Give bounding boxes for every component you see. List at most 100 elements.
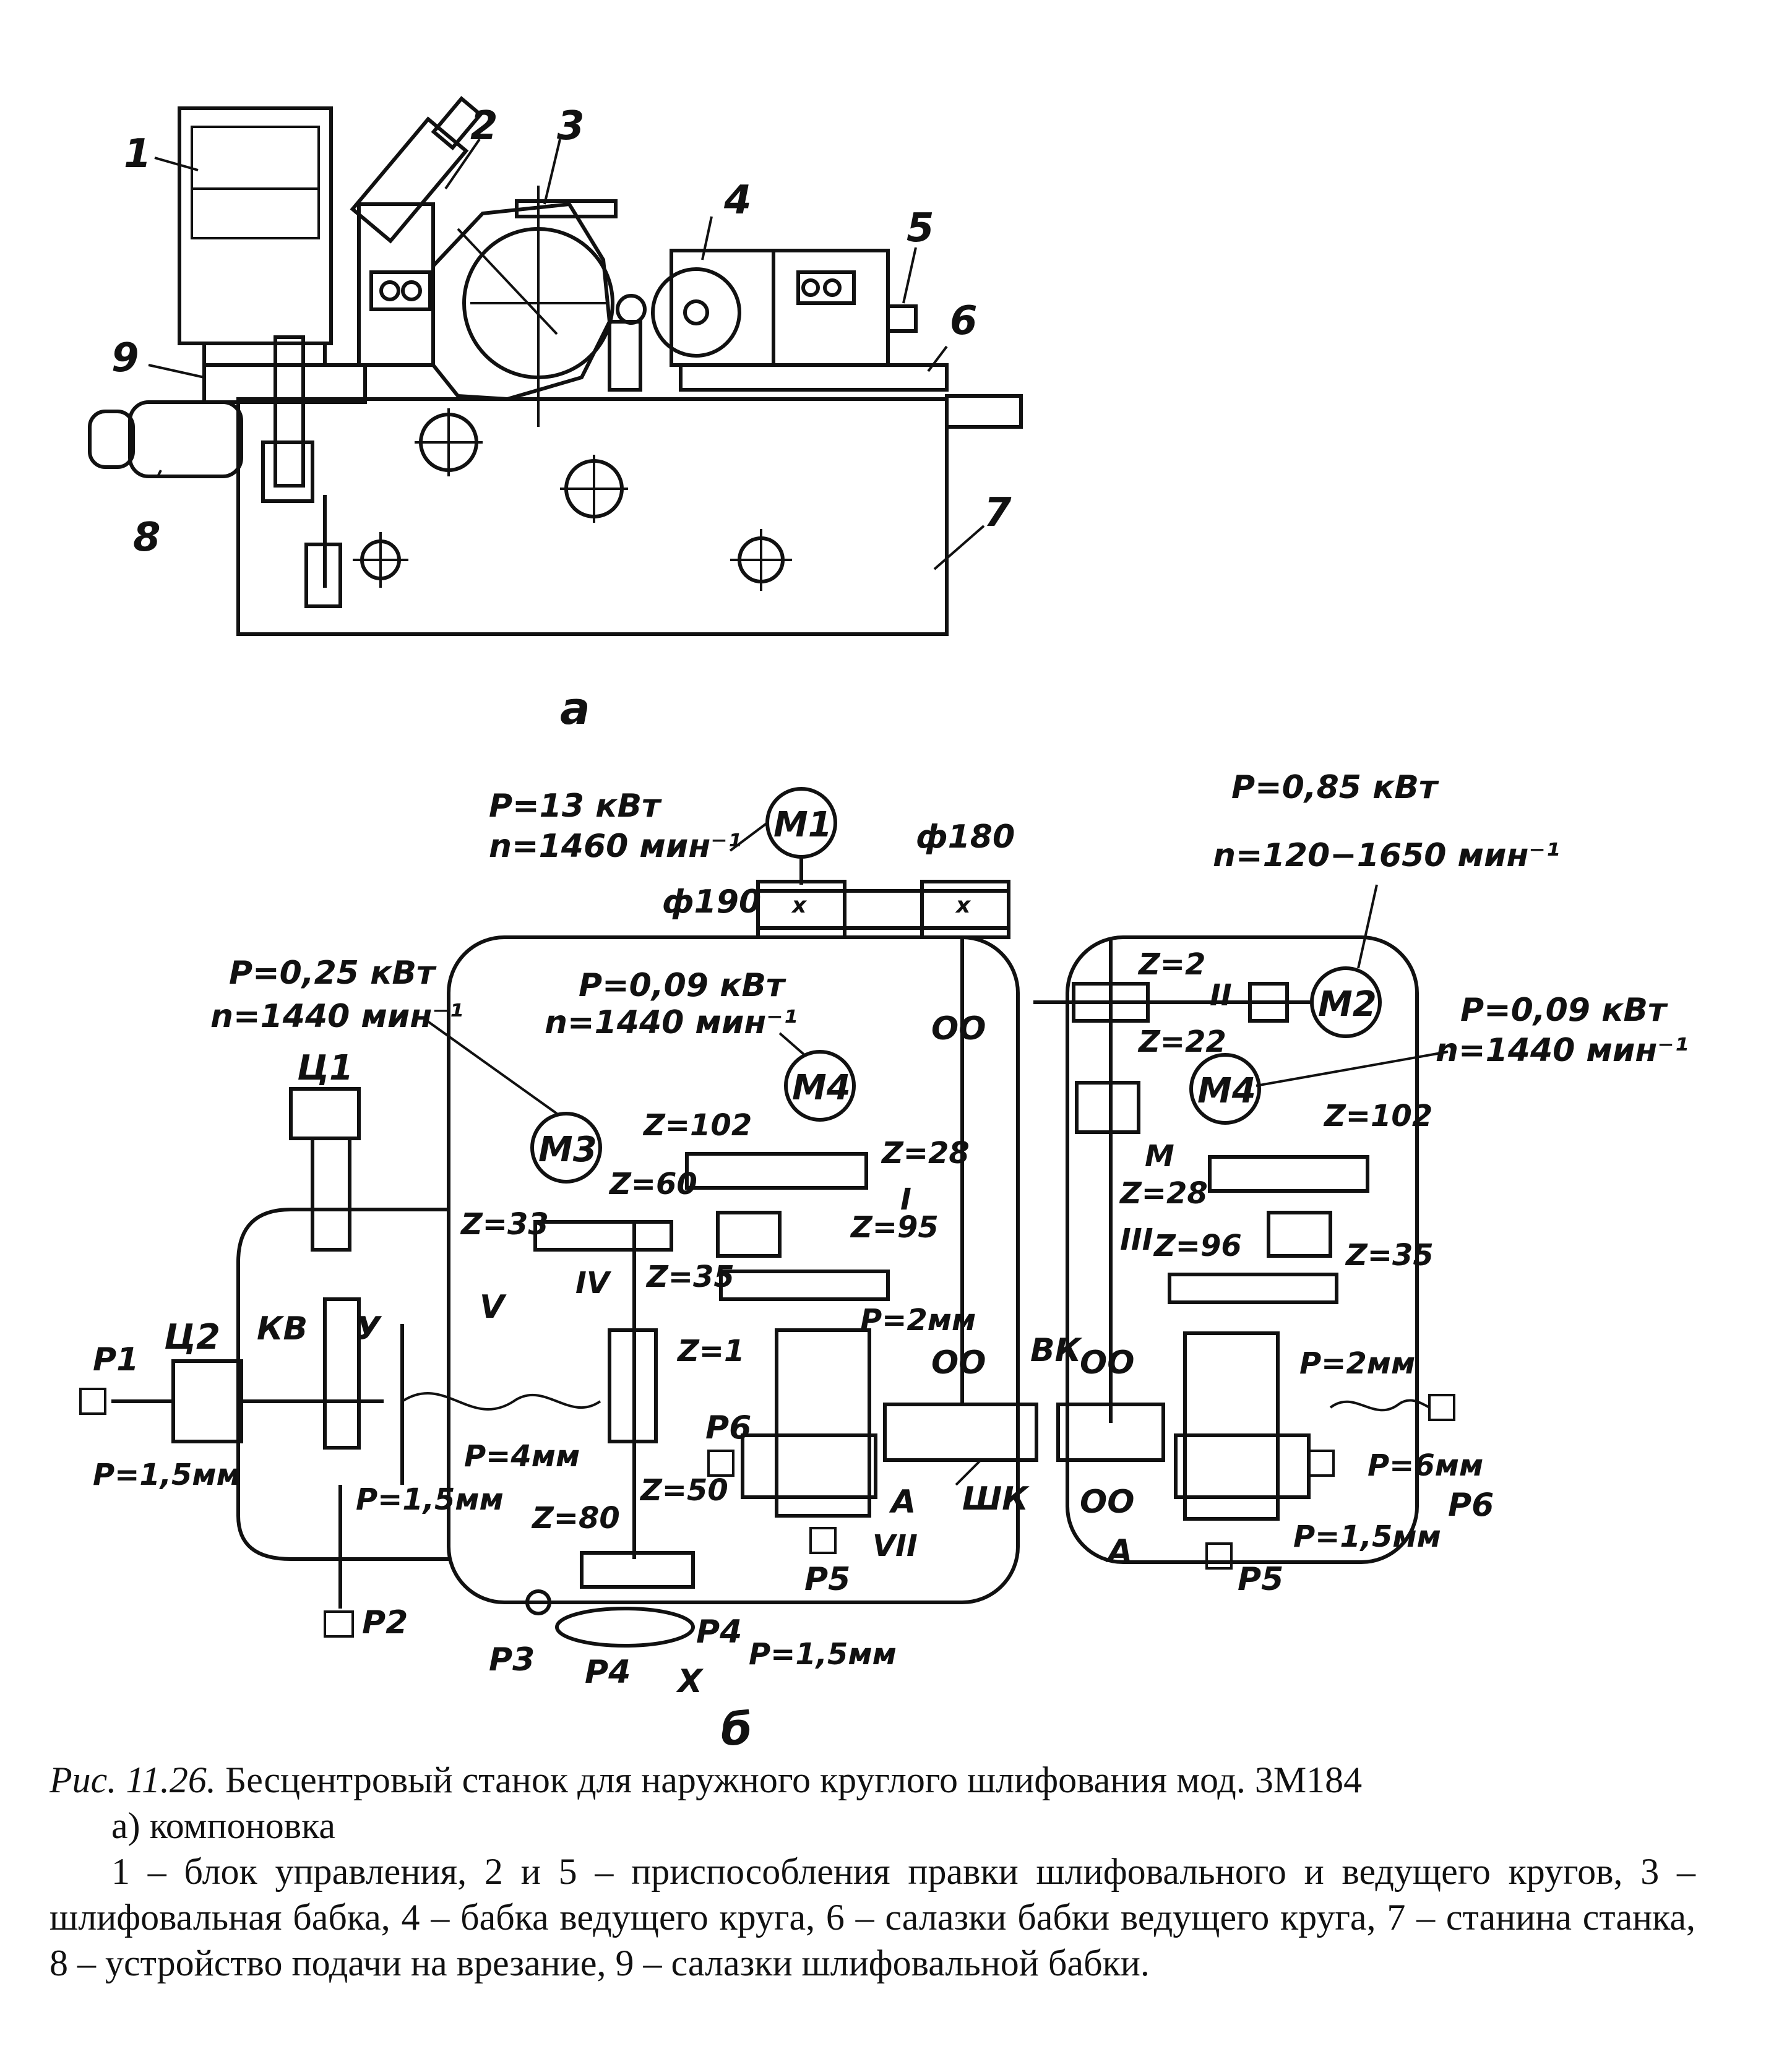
pitch-2mm-left: P=2мм [860, 1303, 976, 1338]
m2-speed: n=120−1650 мин⁻¹ [1213, 837, 1560, 874]
callout-4: 4 [723, 178, 752, 223]
m4-right-speed: n=1440 мин⁻¹ [1436, 1032, 1689, 1069]
label-vk: ВК [1030, 1332, 1083, 1369]
regulating-wheel-vk [1056, 1403, 1165, 1462]
grinding-head [431, 202, 612, 402]
label-shk: ШК [962, 1480, 1030, 1518]
gear-z35-left: Z=35 [645, 1260, 734, 1294]
motor-m4-left-name: М4 [792, 1068, 851, 1108]
figure-subtitle: а) компоновка [111, 1805, 335, 1846]
m1-power: P=13 кВт [489, 788, 662, 825]
motor-m2-name: М2 [1318, 984, 1377, 1025]
gear-z95: Z=95 [850, 1210, 939, 1245]
slide-block [261, 440, 314, 503]
pulley-d190: ф190 [662, 883, 761, 921]
motor-m4-right [1189, 1053, 1261, 1125]
view-a-label: а [560, 682, 590, 734]
pitch-1-5-right: P=1,5мм [1293, 1519, 1441, 1554]
hydraulic-fitting [945, 394, 1023, 429]
pitch-6mm: P=6мм [1368, 1448, 1483, 1483]
callout-1: 1 [124, 131, 152, 177]
pitch-bottom: P=1,5мм [749, 1637, 897, 1672]
pitch-c2: P=1,5мм [93, 1458, 241, 1492]
gear-z28-left: Z=28 [881, 1136, 970, 1171]
bearing-mark: ОО [1080, 1484, 1134, 1521]
dresser-slide-right [1183, 1331, 1280, 1521]
gear-pair-35-95 [719, 1270, 890, 1301]
gear-pair-96-35 [1168, 1273, 1338, 1304]
label-p2: Р2 [362, 1604, 408, 1641]
gear-z102-right: Z=102 [1323, 1099, 1432, 1133]
figure-title: Бесцентровый станок для наружного кругло… [215, 1760, 1363, 1800]
right-screw [1329, 1399, 1430, 1412]
gear-z80 [580, 1551, 695, 1589]
dresser-plate [369, 270, 432, 311]
label-p5-left: Р5 [804, 1561, 850, 1598]
callout-2: 2 [470, 103, 498, 149]
work-rest [608, 320, 642, 392]
gear-z22: Z=22 [1137, 1025, 1226, 1059]
infeed-handle [88, 410, 135, 469]
valve-p6-right [1307, 1450, 1335, 1477]
spindle-pulley [920, 880, 1010, 939]
figure-number: Рис. 11.26. [50, 1760, 216, 1800]
handwheel-4 [353, 532, 408, 588]
motor-m3-name: М3 [538, 1130, 597, 1170]
workpiece [616, 294, 647, 325]
gear-pair-28-102-right [1208, 1155, 1369, 1193]
wedge-kv [323, 1297, 361, 1450]
callout-6: 6 [950, 298, 978, 344]
m3-speed: n=1440 мин⁻¹ [210, 998, 463, 1035]
handwheel-1 [415, 408, 483, 476]
valve-p5-right [1205, 1542, 1233, 1570]
label-p6-right: Р6 [1448, 1487, 1494, 1524]
clutch-m [1075, 1081, 1140, 1134]
feed-housing [236, 1208, 449, 1561]
cylinder-c1 [289, 1087, 361, 1140]
m4-right-power: P=0,09 кВт [1460, 992, 1668, 1029]
cross-mark: x [955, 893, 971, 918]
screw-v [401, 1392, 601, 1411]
callout-9: 9 [111, 335, 139, 381]
dresser-head-right [1174, 1433, 1311, 1499]
drive-bolt-2 [823, 278, 842, 297]
regulating-wheel [651, 267, 741, 358]
gear-z28-right: Z=28 [1119, 1176, 1208, 1211]
callout-3: 3 [557, 103, 585, 149]
worm-z2 [1072, 982, 1150, 1023]
gear-z102-left: Z=102 [642, 1108, 752, 1143]
shaft-7: VII [872, 1529, 918, 1563]
valve-p2 [324, 1610, 354, 1638]
shaft-5: V [480, 1289, 507, 1326]
figure-description: 1 – блок управления, 2 и 5 – приспособле… [50, 1851, 1695, 1983]
bearing-mark: ОО [931, 1344, 986, 1382]
motor-pulley [756, 880, 846, 939]
regulating-drive-plate [796, 270, 856, 305]
label-a-right: А [1105, 1533, 1132, 1570]
cylinder-c1-rod [311, 1137, 351, 1252]
gear-z33: Z=33 [460, 1207, 549, 1242]
control-block [178, 106, 333, 345]
valve-right [1428, 1394, 1455, 1421]
m4-left-speed: n=1440 мин⁻¹ [545, 1004, 798, 1041]
m3-power: P=0,25 кВт [229, 955, 437, 992]
bearing-mark: ОО [931, 1010, 986, 1047]
wheel-dresser [350, 116, 469, 244]
label-u: У [356, 1310, 382, 1347]
gear-z96: Z=96 [1153, 1229, 1242, 1263]
valve-p1 [79, 1388, 106, 1415]
machine-diagram: 1 2 3 4 5 6 7 8 9 а М1 x x P=13 кВт n=14… [79, 96, 1689, 1755]
callout-5: 5 [907, 205, 934, 251]
bearing-mark: ОО [1080, 1344, 1134, 1382]
wheel-guard-top [515, 199, 618, 218]
gear-pair-102-28-left [685, 1152, 868, 1190]
control-base [202, 342, 327, 367]
dresser-5 [886, 304, 918, 333]
handwheel-p4 [555, 1607, 695, 1648]
label-a-left: А [889, 1484, 916, 1521]
dresser-axis [457, 228, 558, 335]
regulating-hub [683, 299, 709, 325]
gear-z1: Z=1 [676, 1334, 744, 1369]
grinding-head-slide [202, 363, 367, 404]
valve-p6-left [707, 1450, 734, 1477]
